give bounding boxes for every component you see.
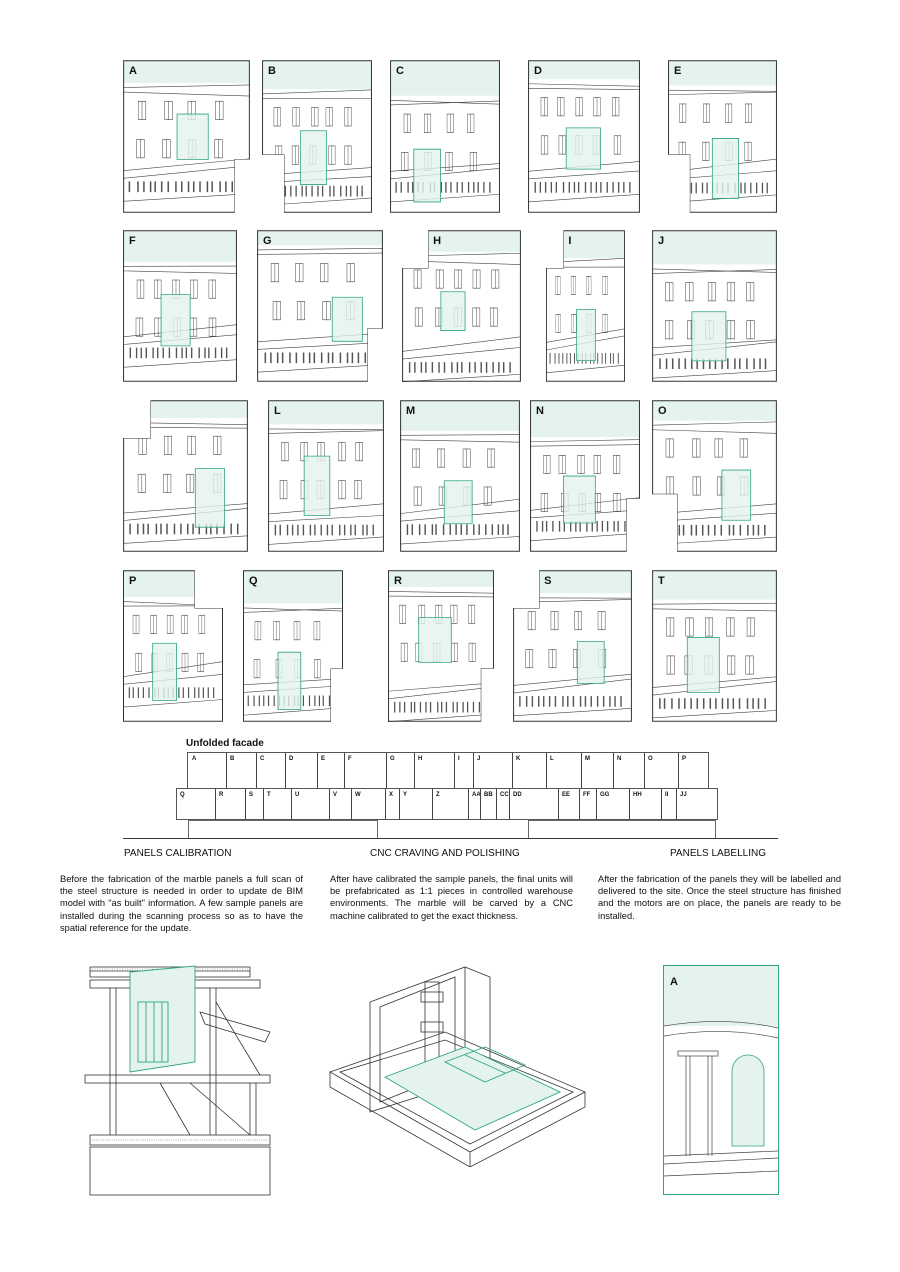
panel-label: G bbox=[263, 235, 272, 247]
panel-label: S bbox=[544, 575, 552, 587]
panel-label: K bbox=[129, 405, 137, 417]
unfolded-cell-m: M bbox=[581, 753, 590, 789]
unfolded-cell-j: J bbox=[473, 753, 480, 789]
panel-label: M bbox=[406, 405, 416, 417]
unfolded-cell-a: A bbox=[192, 756, 197, 762]
heading-cnc: CNC CRAVING AND POLISHING bbox=[370, 848, 520, 859]
facade-panel-p: P bbox=[123, 570, 223, 722]
heading-calibration: PANELS CALIBRATION bbox=[124, 848, 232, 859]
unfolded-cell-gg: GG bbox=[596, 789, 609, 819]
facade-panel-n: N bbox=[530, 400, 640, 552]
detail-panel-label: A bbox=[670, 976, 678, 988]
unfolded-cell-aa: AA bbox=[468, 789, 481, 819]
panel-label: O bbox=[658, 405, 667, 417]
unfolded-facade-title: Unfolded facade bbox=[186, 738, 264, 749]
text-cnc: After have calibrated the sample panels,… bbox=[330, 874, 573, 921]
unfolded-cell-e: E bbox=[317, 753, 325, 789]
panel-label: T bbox=[658, 575, 665, 587]
facade-panel-b: B bbox=[262, 60, 372, 213]
unfolded-cell-ff: FF bbox=[579, 789, 590, 819]
facade-panel-e: E bbox=[668, 60, 777, 213]
cnc-machine-illustration bbox=[329, 966, 586, 1167]
unfolded-cell-r: R bbox=[215, 789, 223, 819]
facade-panel-f: F bbox=[123, 230, 237, 382]
unfolded-cell-cc: CC bbox=[496, 789, 509, 819]
detail-panel-a: A bbox=[663, 965, 779, 1195]
panel-label: A bbox=[129, 65, 137, 77]
unfolded-cell-i: I bbox=[454, 753, 460, 789]
facade-panel-g: G bbox=[257, 230, 383, 382]
unfolded-cell-k: K bbox=[512, 753, 520, 789]
unfolded-cell-t: T bbox=[263, 789, 271, 819]
bracket-calibration bbox=[188, 820, 378, 839]
unfolded-cell-ii: II bbox=[661, 789, 668, 819]
facade-panel-s: S bbox=[513, 570, 632, 722]
unfolded-cell-dd: DD bbox=[509, 789, 522, 819]
panel-label: I bbox=[568, 235, 572, 247]
panel-label: N bbox=[536, 405, 544, 417]
facade-panel-o: O bbox=[652, 400, 777, 552]
facade-panel-q: Q bbox=[243, 570, 343, 722]
facade-panel-r: R bbox=[388, 570, 494, 722]
unfolded-cell-h: H bbox=[414, 753, 422, 789]
unfolded-cell-l: L bbox=[546, 753, 554, 789]
facade-panel-c: C bbox=[390, 60, 500, 213]
heading-labelling: PANELS LABELLING bbox=[670, 848, 766, 859]
panel-label: Q bbox=[249, 575, 258, 587]
unfolded-cell-c: C bbox=[256, 753, 264, 789]
unfolded-cell-y: Y bbox=[399, 789, 407, 819]
text-calibration: Before the fabrication of the marble pan… bbox=[60, 874, 303, 933]
unfolded-cell-p: P bbox=[678, 753, 686, 789]
facade-panel-i: I bbox=[546, 230, 625, 382]
panel-label: E bbox=[674, 65, 682, 77]
unfolded-cell-jj: JJ bbox=[676, 789, 687, 819]
panel-label: H bbox=[433, 235, 442, 247]
unfolded-cell-n: N bbox=[613, 753, 621, 789]
unfolded-cell-o: O bbox=[644, 753, 653, 789]
unfolded-cell-u: U bbox=[291, 789, 299, 819]
facade-panel-l: L bbox=[268, 400, 384, 552]
unfolded-cell-d: D bbox=[285, 753, 293, 789]
facade-panel-d: D bbox=[528, 60, 640, 213]
panel-label: J bbox=[658, 235, 665, 247]
divider-line bbox=[123, 838, 778, 839]
unfolded-cell-bb: BB bbox=[480, 789, 493, 819]
unfolded-cell-q: Q bbox=[180, 792, 185, 798]
text-labelling: After the fabrication of the panels they… bbox=[598, 874, 841, 921]
unfolded-cell-g: G bbox=[386, 753, 395, 789]
unfolded-cell-b: B bbox=[226, 753, 234, 789]
facade-panel-j: J bbox=[652, 230, 777, 382]
facade-panel-a: A bbox=[123, 60, 250, 213]
unfolded-cell-hh: HH bbox=[629, 789, 642, 819]
panel-label: D bbox=[534, 65, 542, 77]
unfolded-cell-x: X bbox=[385, 789, 393, 819]
unfolded-cell-v: V bbox=[329, 789, 337, 819]
unfolded-cell-s: S bbox=[245, 789, 253, 819]
panel-label: C bbox=[396, 65, 404, 77]
panel-label: F bbox=[129, 235, 136, 247]
panel-label: P bbox=[129, 575, 137, 587]
panel-label: R bbox=[394, 575, 402, 587]
panel-label: B bbox=[268, 65, 276, 77]
facade-panel-h: H bbox=[402, 230, 521, 382]
bracket-labelling bbox=[528, 820, 716, 839]
unfolded-cell-f: F bbox=[344, 753, 352, 789]
steel-structure-illustration bbox=[84, 965, 271, 1196]
facade-panel-m: M bbox=[400, 400, 520, 552]
panel-label: L bbox=[274, 405, 281, 417]
unfolded-cell-ee: EE bbox=[558, 789, 570, 819]
unfolded-cell-z: Z bbox=[432, 789, 440, 819]
facade-panel-k: K bbox=[123, 400, 248, 552]
facade-panel-t: T bbox=[652, 570, 777, 722]
unfolded-cell-w: W bbox=[351, 789, 361, 819]
